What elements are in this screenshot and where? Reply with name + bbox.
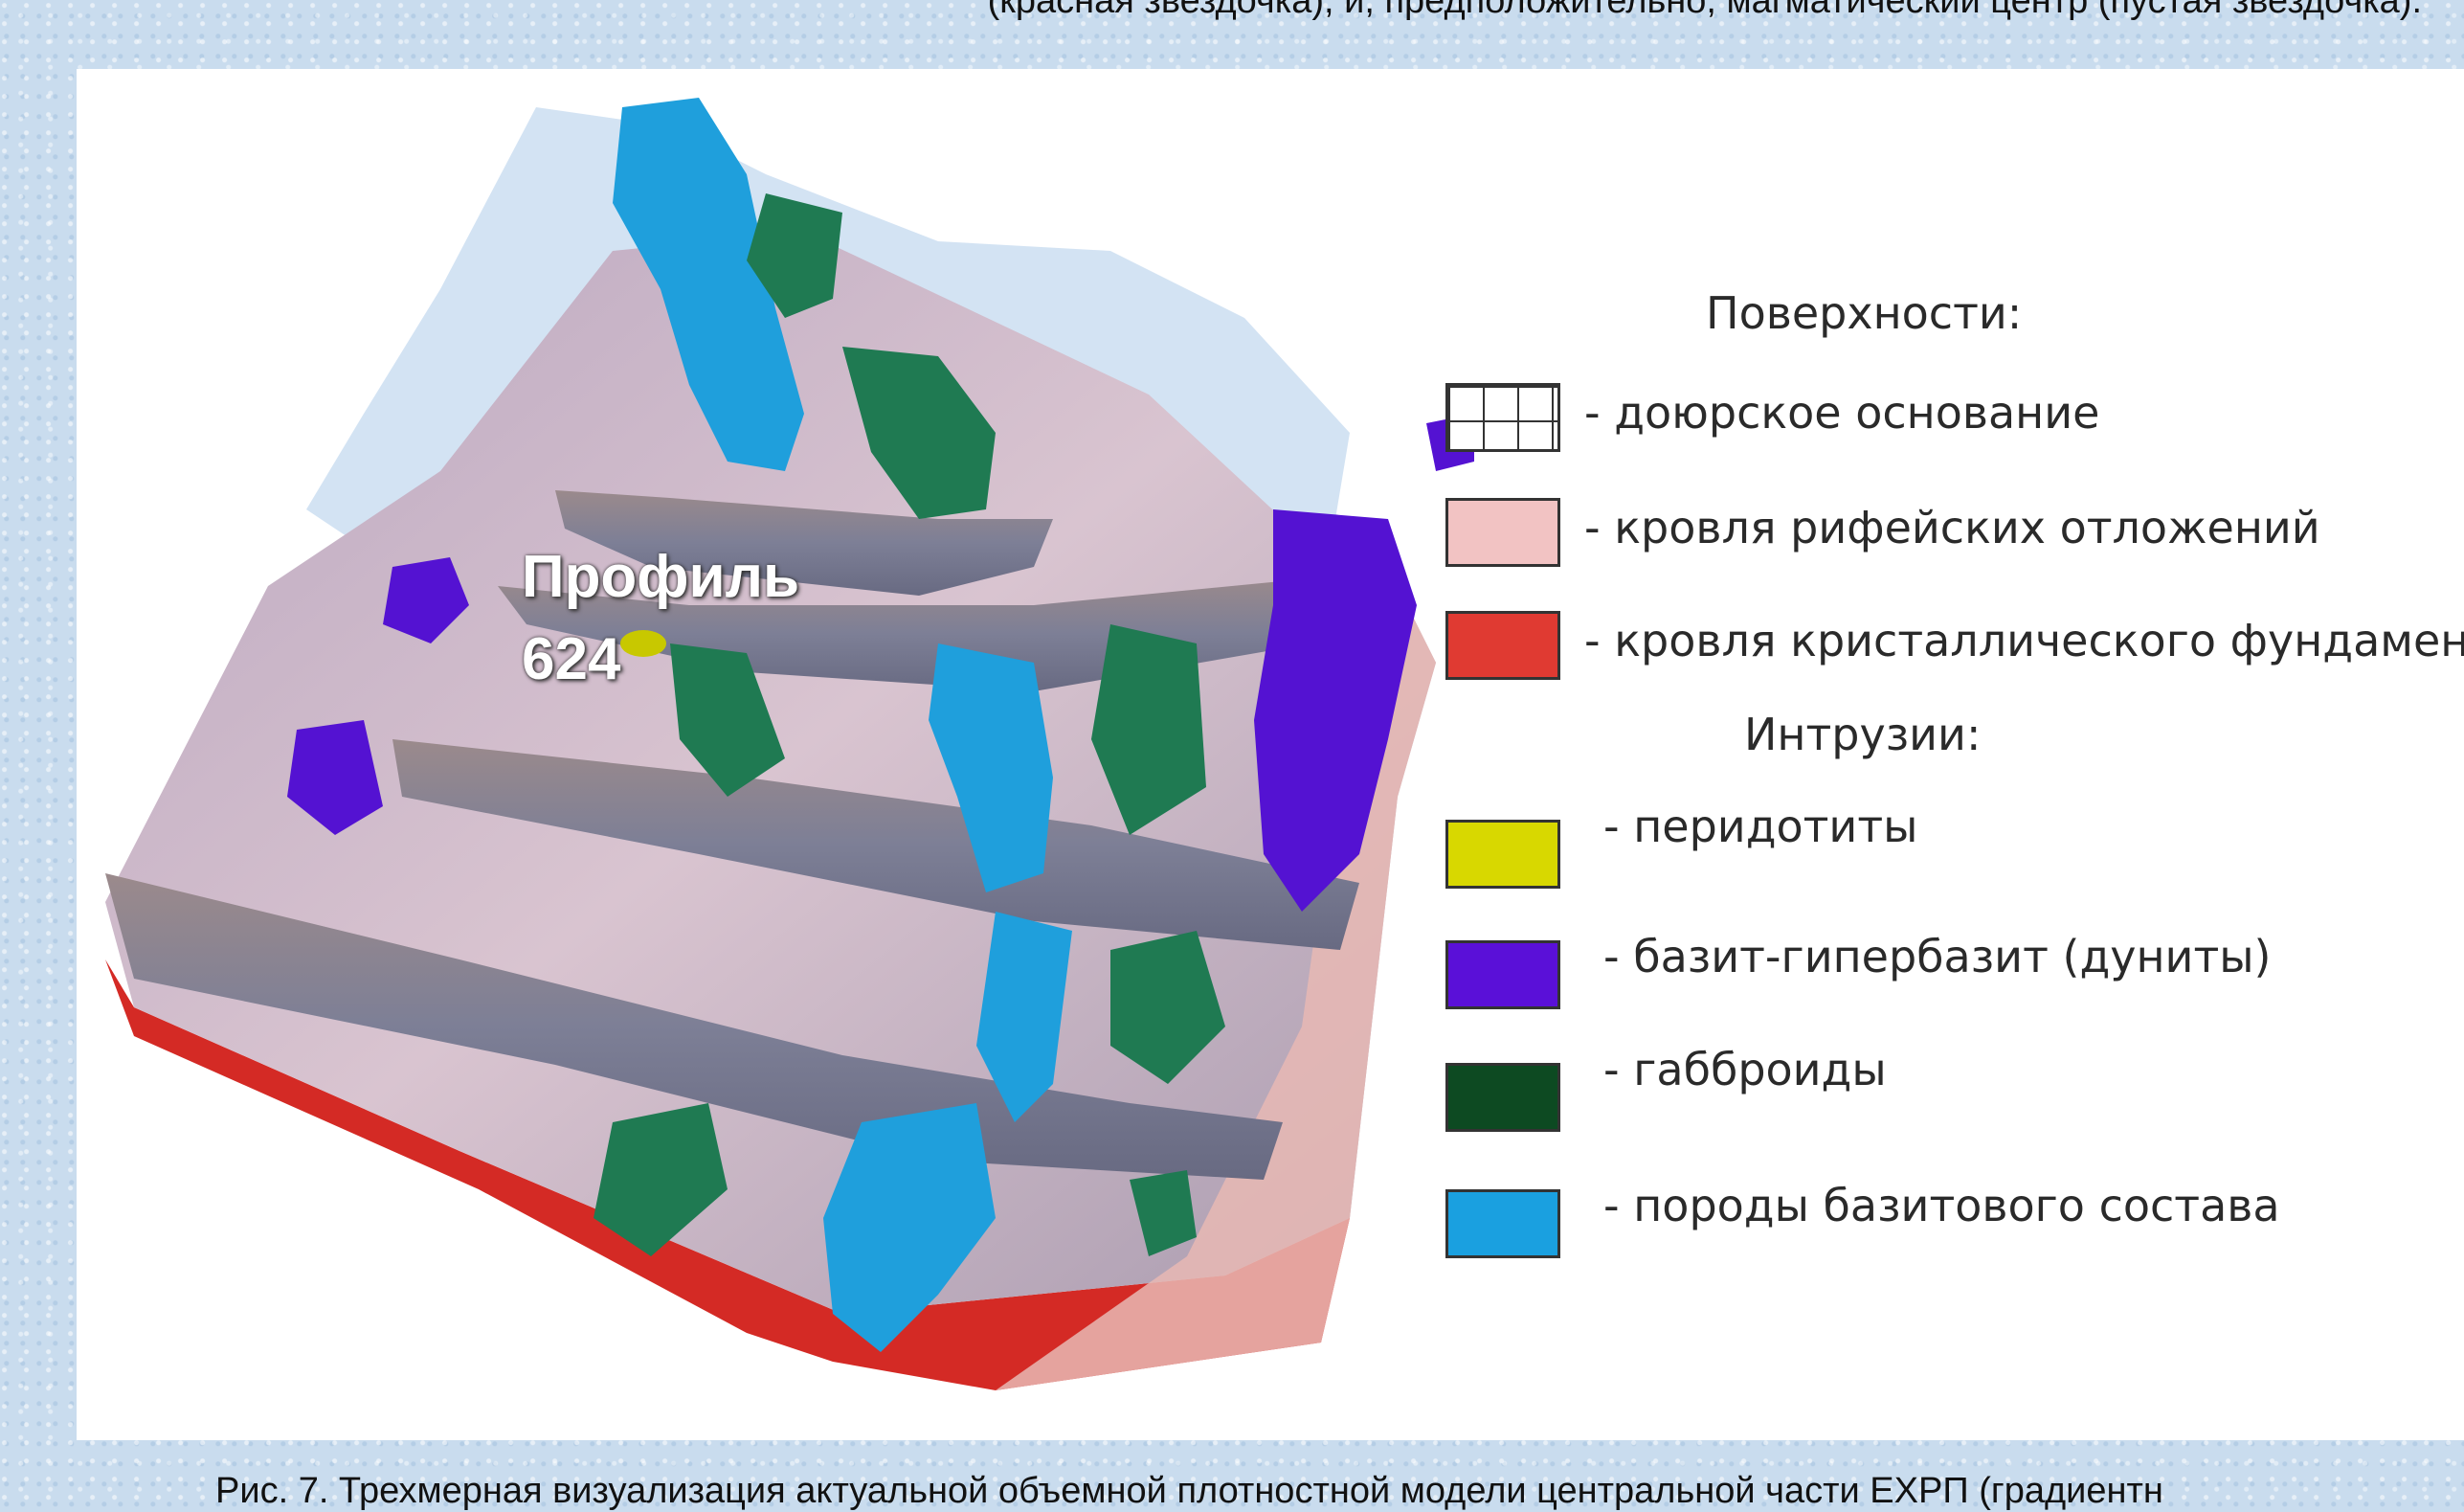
bottom-caption: Рис. 7. Трехмерная визуализация актуальн… bbox=[215, 1471, 2163, 1512]
legend-item-basitic: - породы базитового состава bbox=[1445, 1189, 2403, 1266]
legend-item-peridotite: - перидотиты bbox=[1445, 820, 2403, 896]
legend-swatch-riphean bbox=[1445, 498, 1560, 567]
legend-swatch-gabbroid bbox=[1445, 1063, 1560, 1132]
legend-label-pre-jurassic: - доюрское основание bbox=[1584, 387, 2099, 439]
legend-item-pre-jurassic: - доюрское основание bbox=[1445, 383, 2403, 460]
legend-item-riphean: - кровля рифейских отложений bbox=[1445, 498, 2403, 575]
profile-label-name: Профиль bbox=[522, 536, 799, 619]
legend-swatch-crystalline bbox=[1445, 611, 1560, 680]
dunite-body-3 bbox=[1254, 509, 1417, 912]
legend-label-riphean: - кровля рифейских отложений bbox=[1584, 502, 2320, 553]
profile-label: Профиль 624 bbox=[522, 536, 799, 701]
legend-swatch-dunite bbox=[1445, 940, 1560, 1009]
legend-item-gabbroid: - габброиды bbox=[1445, 1063, 2403, 1140]
legend-label-basitic: - породы базитового состава bbox=[1603, 1180, 2280, 1231]
legend-item-crystalline: - кровля кристаллического фундамен bbox=[1445, 611, 2403, 688]
profile-label-number: 624 bbox=[522, 619, 799, 701]
legend-item-dunite: - базит-гипербазит (дуниты) bbox=[1445, 940, 2403, 1017]
legend-label-crystalline: - кровля кристаллического фундамен bbox=[1584, 615, 2464, 666]
legend-label-gabbroid: - габброиды bbox=[1603, 1044, 1887, 1095]
legend-swatch-basitic bbox=[1445, 1189, 1560, 1258]
top-caption: (красная звездочка), и, предположительно… bbox=[0, 0, 2422, 31]
legend-intrusions-heading: Интрузии: bbox=[1744, 709, 1981, 760]
legend-swatch-peridotite bbox=[1445, 820, 1560, 889]
legend-label-dunite: - базит-гипербазит (дуниты) bbox=[1603, 931, 2272, 982]
legend-label-peridotite: - перидотиты bbox=[1603, 801, 1917, 852]
3d-density-model bbox=[77, 69, 1532, 1440]
legend-surfaces-heading: Поверхности: bbox=[1706, 287, 2022, 339]
legend-swatch-pre-jurassic bbox=[1445, 383, 1560, 452]
